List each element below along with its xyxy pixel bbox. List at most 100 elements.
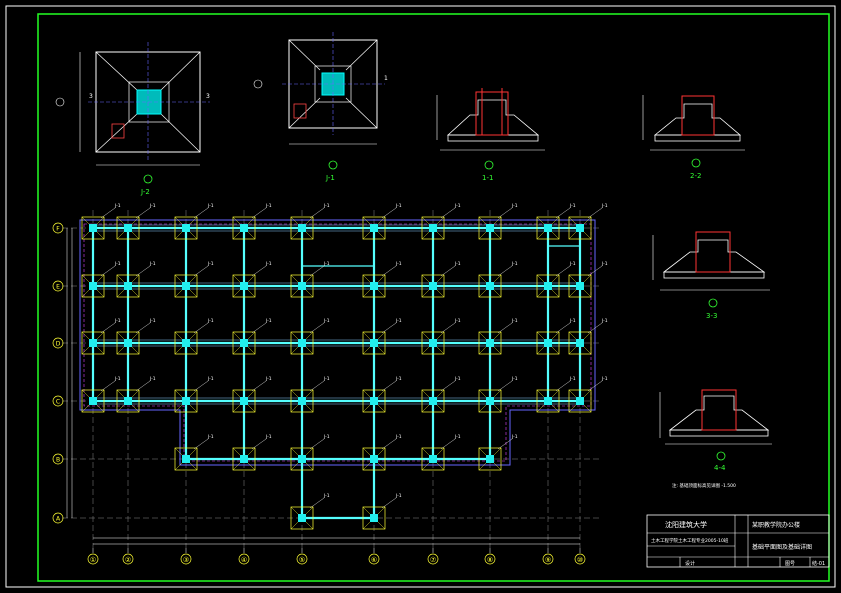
footing-tag: J-1 — [149, 318, 156, 324]
footing-8-1: J-1 — [536, 261, 576, 298]
footing-tag: J-1 — [207, 318, 214, 324]
footing-3-4: J-1 — [232, 434, 272, 471]
section-2-2 — [642, 95, 745, 168]
title-drawing-name: 基础平面图及基础详图 — [752, 543, 812, 551]
footing-tag: J-1 — [207, 434, 214, 440]
footing-tag: J-1 — [511, 376, 518, 382]
general-note: 注: 基础顶面标高见详图 -1.500 — [672, 482, 736, 489]
footing-tag: J-1 — [454, 434, 461, 440]
footing-tag: J-1 — [149, 261, 156, 267]
footing-5-0: J-1 — [362, 203, 402, 240]
axis-bubble-10: ⑩ — [574, 548, 586, 565]
footing-5-3: J-1 — [362, 376, 402, 413]
axis-label: F — [56, 226, 60, 233]
axis-label: ⑦ — [430, 556, 436, 564]
footing-0-0: J-1 — [81, 203, 121, 240]
axis-bubble-E: E — [52, 280, 64, 292]
footing-tag: J-1 — [569, 261, 576, 267]
axis-bubble-8: ⑧ — [484, 548, 496, 565]
label-3-3: 3-3 — [706, 312, 717, 320]
axis-label: ⑩ — [577, 556, 583, 564]
axis-label: D — [56, 341, 61, 348]
footing-2-2: J-1 — [174, 318, 214, 355]
label-1-1: 1-1 — [482, 174, 493, 182]
footing-tag: J-1 — [395, 318, 402, 324]
footing-tag: J-1 — [569, 318, 576, 324]
footing-4-3: J-1 — [290, 376, 330, 413]
axis-label: ③ — [183, 556, 189, 564]
footing-9-0: J-1 — [568, 203, 608, 240]
footing-4-4: J-1 — [290, 434, 330, 471]
label-j1: J-1 — [325, 174, 335, 182]
footing-tag: J-1 — [207, 203, 214, 209]
footing-4-1: J-1 — [290, 261, 330, 298]
footing-tag: J-1 — [454, 261, 461, 267]
footing-tag: J-1 — [149, 376, 156, 382]
footing-tag: J-1 — [511, 203, 518, 209]
axis-label: ② — [125, 556, 131, 564]
title-scale-label: 图号 — [785, 561, 795, 567]
axis-label: ④ — [241, 556, 247, 564]
drawing-border — [37, 13, 830, 582]
svg-text:3: 3 — [206, 93, 210, 100]
axis-bubble-2: ② — [122, 548, 134, 565]
section-4-4 — [659, 389, 772, 461]
footing-tag: J-1 — [265, 203, 272, 209]
footing-2-0: J-1 — [174, 203, 214, 240]
footing-1-1: J-1 — [116, 261, 156, 298]
footing-tag: J-1 — [454, 318, 461, 324]
footing-tag: J-1 — [569, 376, 576, 382]
axis-label: E — [56, 284, 60, 291]
axis-label: ⑨ — [545, 556, 551, 564]
footing-tag: J-1 — [395, 493, 402, 499]
footing-tag: J-1 — [323, 434, 330, 440]
footing-0-2: J-1 — [81, 318, 121, 355]
title-class: 土木工程学院土木工程专业2005-10班 — [651, 537, 729, 544]
footing-tag: J-1 — [265, 318, 272, 324]
footing-2-1: J-1 — [174, 261, 214, 298]
footing-1-3: J-1 — [116, 376, 156, 413]
footing-tag: J-1 — [149, 203, 156, 209]
footing-tag: J-1 — [395, 203, 402, 209]
footing-tag: J-1 — [114, 261, 121, 267]
footing-6-4: J-1 — [421, 434, 461, 471]
footing-9-2: J-1 — [568, 318, 608, 355]
footing-3-2: J-1 — [232, 318, 272, 355]
footing-tag: J-1 — [601, 376, 608, 382]
title-school: 沈阳建筑大学 — [665, 520, 707, 529]
axis-label: C — [56, 399, 60, 406]
footing-6-3: J-1 — [421, 376, 461, 413]
footing-7-4: J-1 — [478, 434, 518, 471]
axis-label: ① — [90, 556, 96, 564]
footing-tag: J-1 — [207, 376, 214, 382]
axis-bubble-D: D — [52, 337, 64, 349]
axis-label: A — [56, 516, 61, 523]
footing-tag: J-1 — [114, 318, 121, 324]
footing-3-1: J-1 — [232, 261, 272, 298]
footing-tag: J-1 — [114, 376, 121, 382]
footing-5-5: J-1 — [362, 493, 402, 530]
footing-tag: J-1 — [511, 318, 518, 324]
footing-7-2: J-1 — [478, 318, 518, 355]
title-drawing-no: 结-01 — [812, 560, 825, 567]
footing-tag: J-1 — [395, 434, 402, 440]
footing-tag: J-1 — [395, 376, 402, 382]
axis-bubble-5: ⑤ — [296, 548, 308, 565]
axis-label: ⑤ — [299, 556, 305, 564]
footing-2-3: J-1 — [174, 376, 214, 413]
svg-text:3: 3 — [89, 93, 93, 100]
footing-6-1: J-1 — [421, 261, 461, 298]
footing-6-0: J-1 — [421, 203, 461, 240]
footing-0-1: J-1 — [81, 261, 121, 298]
footing-plan-j2: 3 3 — [55, 42, 210, 184]
footing-tag: J-1 — [601, 318, 608, 324]
footing-tag: J-1 — [265, 434, 272, 440]
foundation-plan — [62, 210, 600, 548]
axis-bubble-C: C — [52, 395, 64, 407]
label-4-4: 4-4 — [714, 464, 726, 472]
footing-0-3: J-1 — [81, 376, 121, 413]
axis-bubble-7: ⑦ — [427, 548, 439, 565]
footing-7-0: J-1 — [478, 203, 518, 240]
